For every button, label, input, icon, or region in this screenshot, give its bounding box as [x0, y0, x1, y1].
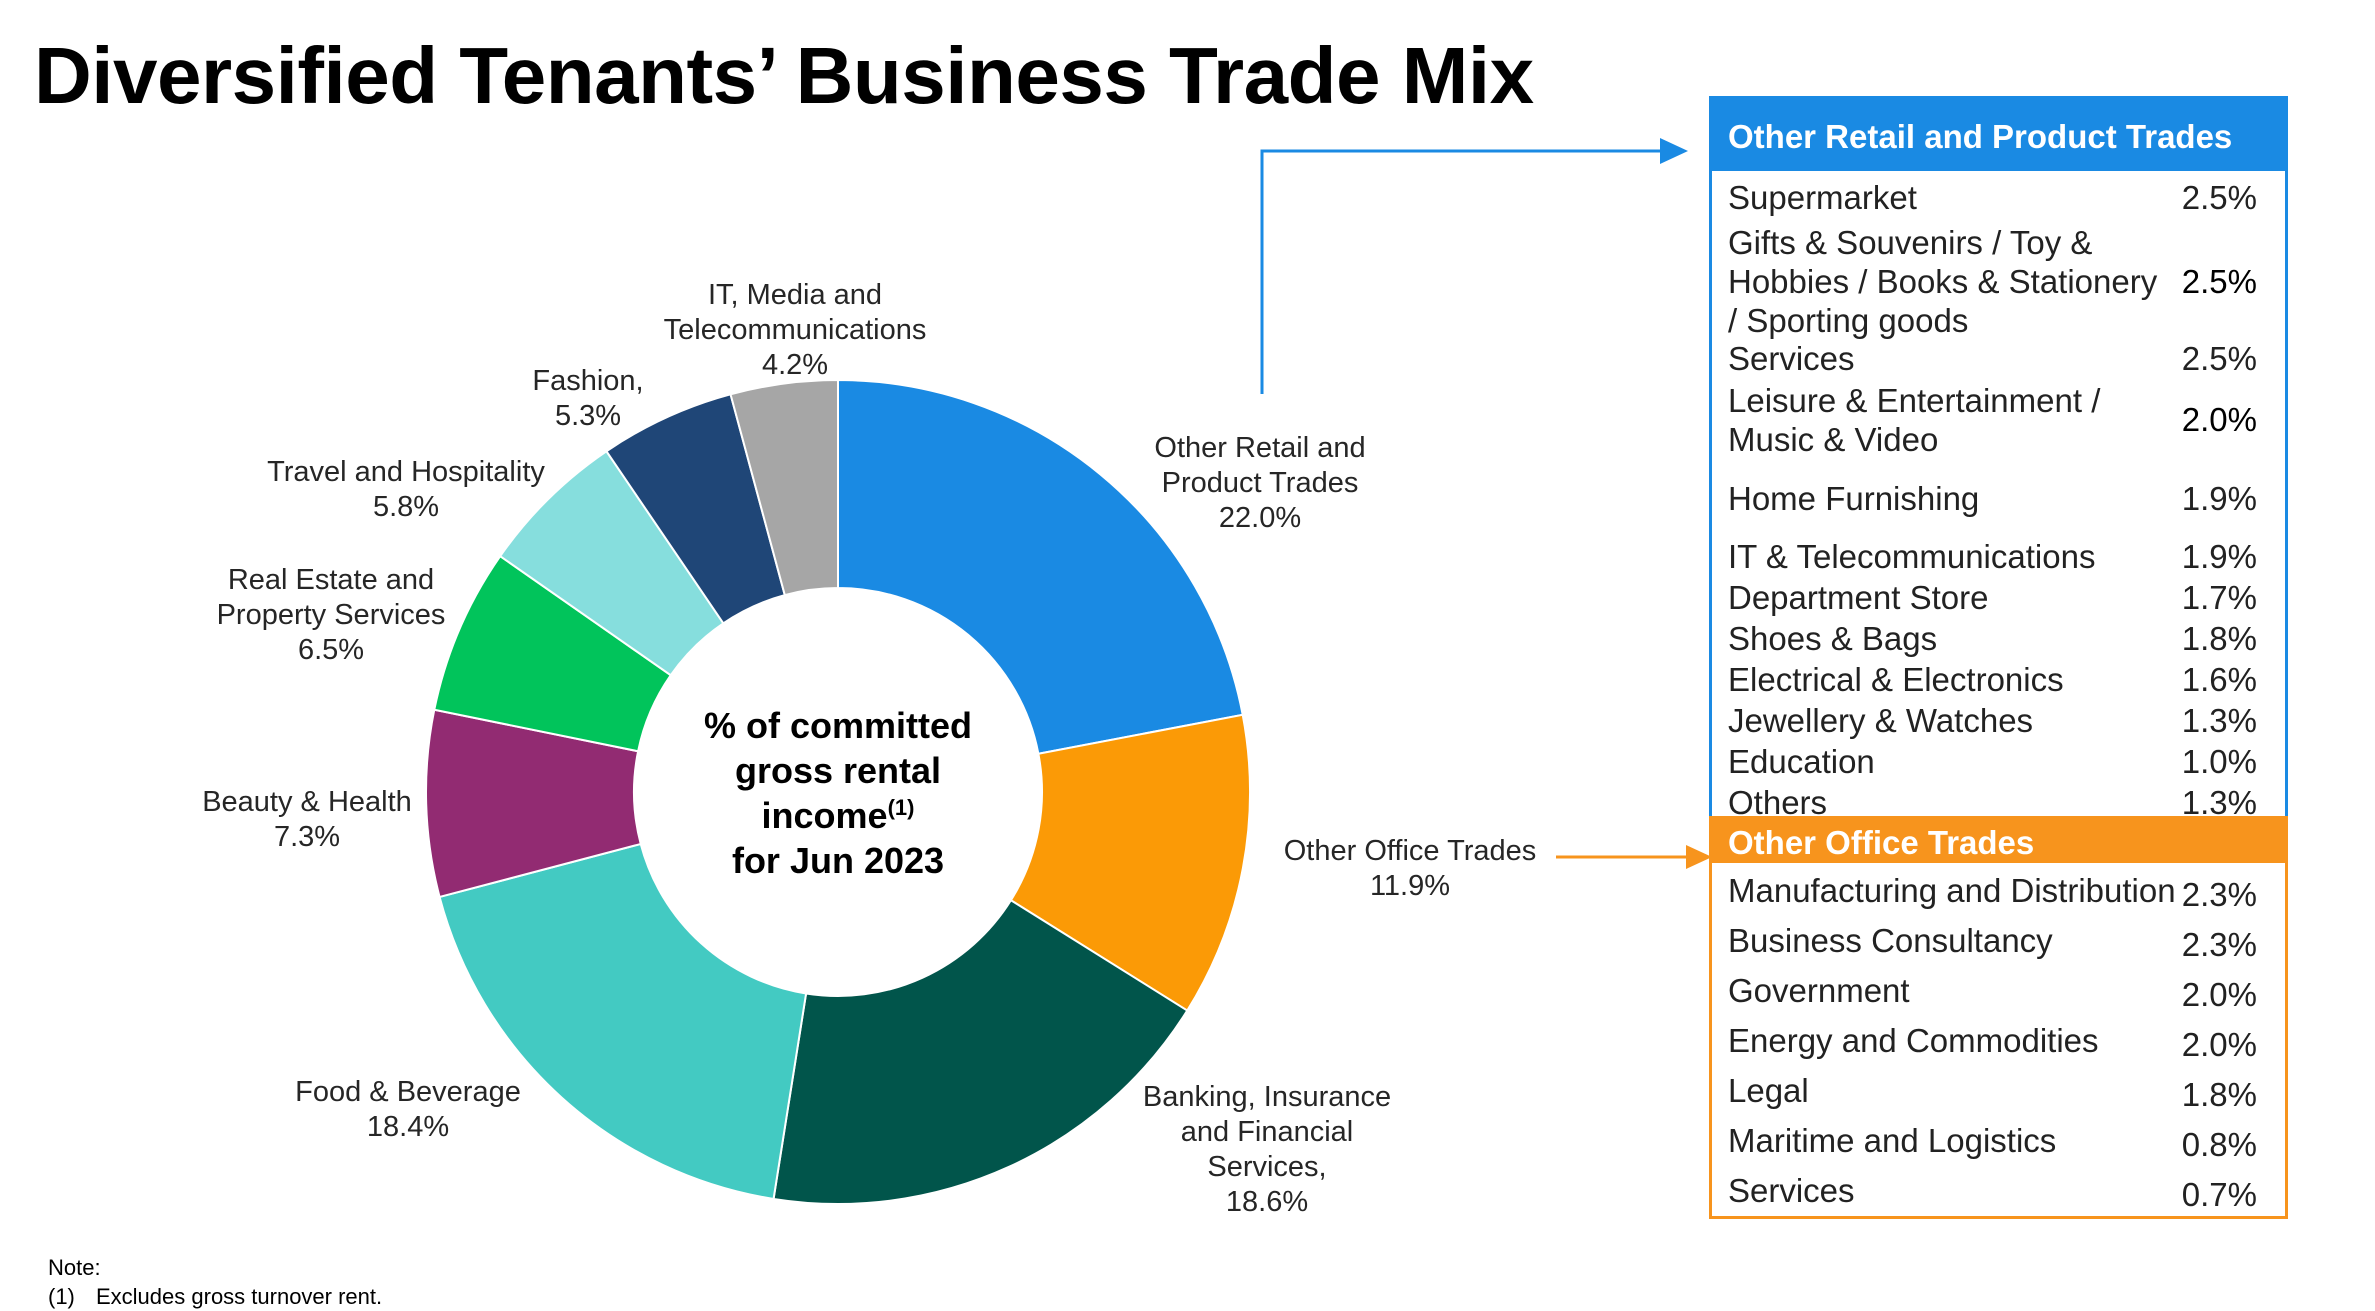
row-label: Shoes & Bags [1728, 620, 1938, 657]
table-row: Business Consultancy 2.3% [1728, 921, 2257, 963]
table-row: Maritime and Logistics 0.8% [1728, 1121, 2257, 1163]
row-value: 2.5% [2181, 340, 2257, 377]
row-value: 2.5% [2181, 263, 2257, 300]
retail-panel-header: Other Retail and Product Trades [1712, 99, 2285, 171]
table-row: Government 2.0% [1728, 971, 2257, 1013]
row-label: IT & Telecommunications [1728, 538, 2096, 575]
row-label: Business Consultancy [1728, 922, 2053, 959]
row-value: 1.7% [2181, 579, 2257, 616]
donut-slice [438, 842, 808, 1201]
row-value: 2.3% [2181, 876, 2257, 913]
row-value: 1.3% [2181, 784, 2257, 821]
row-value: 2.0% [2181, 976, 2257, 1013]
table-row: Education 1.0% [1728, 742, 2257, 781]
row-value: 2.5% [2181, 179, 2257, 216]
row-label: Manufacturing and Distribution [1728, 872, 2176, 909]
page-title: Diversified Tenants’ Business Trade Mix [34, 31, 1534, 120]
row-value: 1.3% [2181, 702, 2257, 739]
donut-slice [837, 378, 1244, 755]
table-row: Home Furnishing 1.9% [1728, 479, 2257, 518]
row-label: Supermarket [1728, 179, 1917, 216]
table-row: Energy and Commodities 2.0% [1728, 1021, 2257, 1063]
table-row: Leisure & Entertainment / Music & Video [1728, 381, 2128, 459]
row-label: Services [1728, 340, 1855, 377]
footnote-item: (1) Excludes gross turnover rent. [48, 1282, 382, 1311]
office-panel-header: Other Office Trades [1712, 819, 2285, 863]
row-value: 1.8% [2181, 1076, 2257, 1113]
footnote-text: Excludes gross turnover rent. [96, 1284, 383, 1309]
row-value: 1.6% [2181, 661, 2257, 698]
retail-arrowhead [1660, 138, 1688, 164]
table-row: Services 0.7% [1728, 1171, 2257, 1213]
row-label: Department Store [1728, 579, 1989, 616]
donut-slice [772, 898, 1189, 1205]
row-label: Jewellery & Watches [1728, 702, 2034, 739]
table-row: Gifts & Souvenirs / Toy & Hobbies / Book… [1728, 223, 2168, 340]
table-row: Electrical & Electronics 1.6% [1728, 660, 2257, 699]
table-row: Jewellery & Watches 1.3% [1728, 701, 2257, 740]
table-row: Legal 1.8% [1728, 1071, 2257, 1113]
row-value: 0.8% [2181, 1126, 2257, 1163]
row-label: Services [1728, 1172, 1855, 1209]
row-label: Energy and Commodities [1728, 1022, 2099, 1059]
office-arrowhead [1686, 845, 1712, 869]
table-row: Services 2.5% [1728, 339, 2257, 378]
row-label: Electrical & Electronics [1728, 661, 2064, 698]
row-label: Government [1728, 972, 1910, 1009]
row-label: Home Furnishing [1728, 480, 1980, 517]
retail-connector-arrow [1260, 149, 1662, 394]
row-label: Leisure & Entertainment / Music & Video [1728, 382, 2101, 458]
table-row: IT & Telecommunications 1.9% [1728, 537, 2257, 576]
donut-slice [729, 378, 839, 597]
footnote-heading: Note: [48, 1255, 101, 1280]
row-label: Others [1728, 784, 1828, 821]
row-label: Maritime and Logistics [1728, 1122, 2057, 1159]
row-value: 2.0% [2181, 401, 2257, 438]
table-row: Department Store 1.7% [1728, 578, 2257, 617]
table-row: Manufacturing and Distribution 2.3% [1728, 871, 2257, 913]
table-row: Others 1.3% [1728, 783, 2257, 822]
table-row: Shoes & Bags 1.8% [1728, 619, 2257, 658]
row-value: 1.8% [2181, 620, 2257, 657]
row-value: 2.3% [2181, 926, 2257, 963]
row-label: Gifts & Souvenirs / Toy & Hobbies / Book… [1728, 224, 2158, 339]
row-label: Legal [1728, 1072, 1809, 1109]
row-label: Education [1728, 743, 1875, 780]
row-value: 2.0% [2181, 1026, 2257, 1063]
row-value: 1.9% [2181, 480, 2257, 517]
row-value: 1.9% [2181, 538, 2257, 575]
table-row: Supermarket 2.5% [1728, 178, 2257, 217]
row-value: 1.0% [2181, 743, 2257, 780]
row-value: 0.7% [2181, 1176, 2257, 1213]
retail-breakdown-panel: Other Retail and Product Trades Supermar… [1709, 96, 2288, 821]
footnote: Note: (1) Excludes gross turnover rent. [48, 1253, 382, 1311]
footnote-number: (1) [48, 1284, 75, 1309]
slice-label: Fashion,5.3% [532, 365, 643, 432]
office-breakdown-panel: Other Office Trades Manufacturing and Di… [1709, 816, 2288, 1219]
